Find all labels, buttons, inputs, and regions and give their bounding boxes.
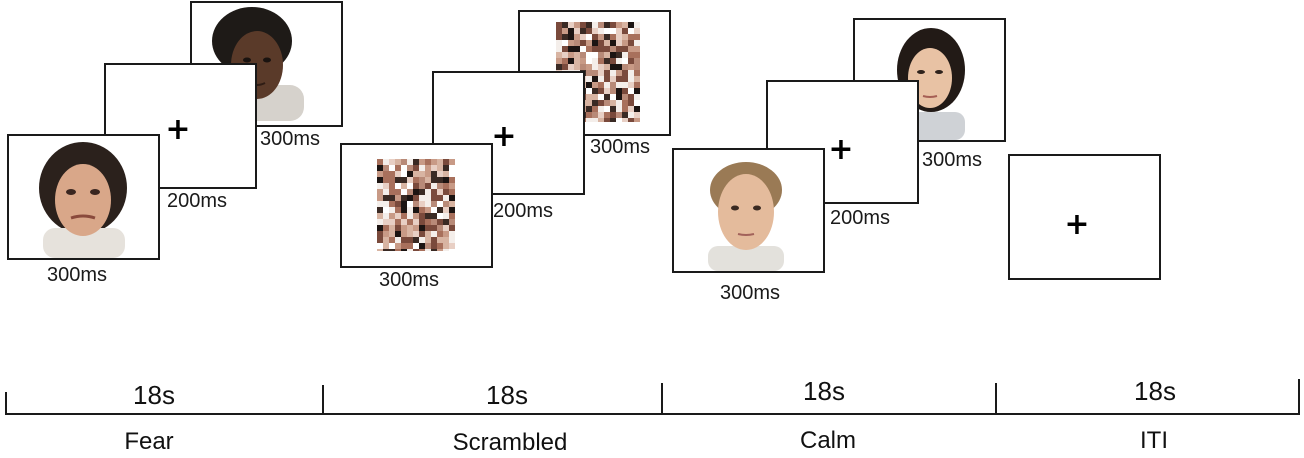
scrambled-frame-1 [340,143,493,268]
scrambled-duration-2: 300ms [590,136,651,158]
fear-fixation-duration: 200ms [167,190,228,212]
timeline-tick-2 [661,383,663,415]
fear-face-duration-1: 300ms [47,264,108,286]
block-duration-iti: 18s [1134,376,1176,406]
scrambled-image-1 [377,159,455,251]
fear-face-frame-1 [7,134,160,260]
fixation-cross: + [491,119,517,154]
calm-face-duration-1: 300ms [720,282,781,304]
timeline-tick-end [1298,379,1300,415]
block-duration-scrambled: 18s [486,380,528,410]
fear-face-duration-2: 300ms [260,128,321,150]
calm-fixation-duration: 200ms [830,207,891,229]
scrambled-duration-1: 300ms [379,269,440,291]
calm-face-frame-1 [672,148,825,273]
fixation-cross: + [828,132,854,167]
timeline-tick-1 [322,385,324,415]
face-photo-calm-1 [708,162,784,271]
timeline-axis [6,413,1300,415]
timeline-tick-start [5,392,7,415]
fixation-cross: + [1064,207,1090,242]
block-label-scrambled: Scrambled [452,429,568,456]
calm-face-duration-2: 300ms [922,149,983,171]
block-duration-calm: 18s [803,376,845,406]
block-label-fear: Fear [124,428,174,455]
iti-fixation-frame: + [1008,154,1161,280]
block-label-iti: ITI [1140,427,1168,454]
timeline-tick-3 [995,383,997,415]
face-photo-fear-1 [39,142,127,258]
fixation-cross: + [165,112,191,147]
block-duration-fear: 18s [133,380,175,410]
scrambled-fixation-duration: 200ms [493,200,554,222]
block-label-calm: Calm [799,427,856,454]
